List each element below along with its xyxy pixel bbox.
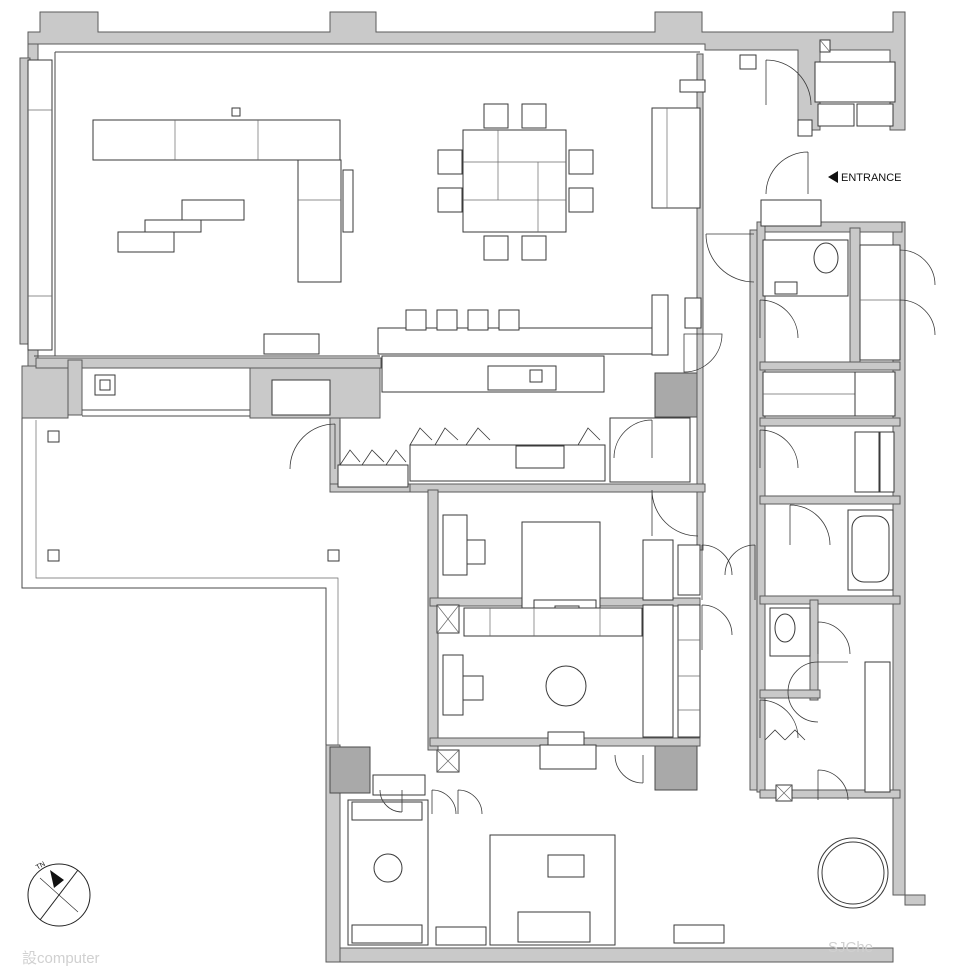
north-label: TN [35, 861, 47, 872]
watermark-right: SJChe [828, 939, 873, 956]
bedroom-middle [436, 514, 701, 637]
entrance-foyer [739, 54, 896, 227]
north-arrow: TN [27, 861, 91, 927]
entrance-arrow-icon [828, 171, 838, 183]
bathrooms [762, 39, 901, 909]
entrance-label: ENTRANCE [841, 172, 902, 184]
master-bedroom [347, 744, 725, 946]
study-room [436, 604, 701, 773]
north-arrow-icon [50, 870, 64, 888]
kitchen-counters [337, 417, 691, 488]
watermarks: 設computer SJChe [22, 939, 873, 967]
living-furniture [27, 59, 706, 562]
door-swings [289, 59, 936, 815]
entrance-marker: ENTRANCE [828, 171, 902, 184]
watermark-left: 設computer [22, 950, 100, 967]
